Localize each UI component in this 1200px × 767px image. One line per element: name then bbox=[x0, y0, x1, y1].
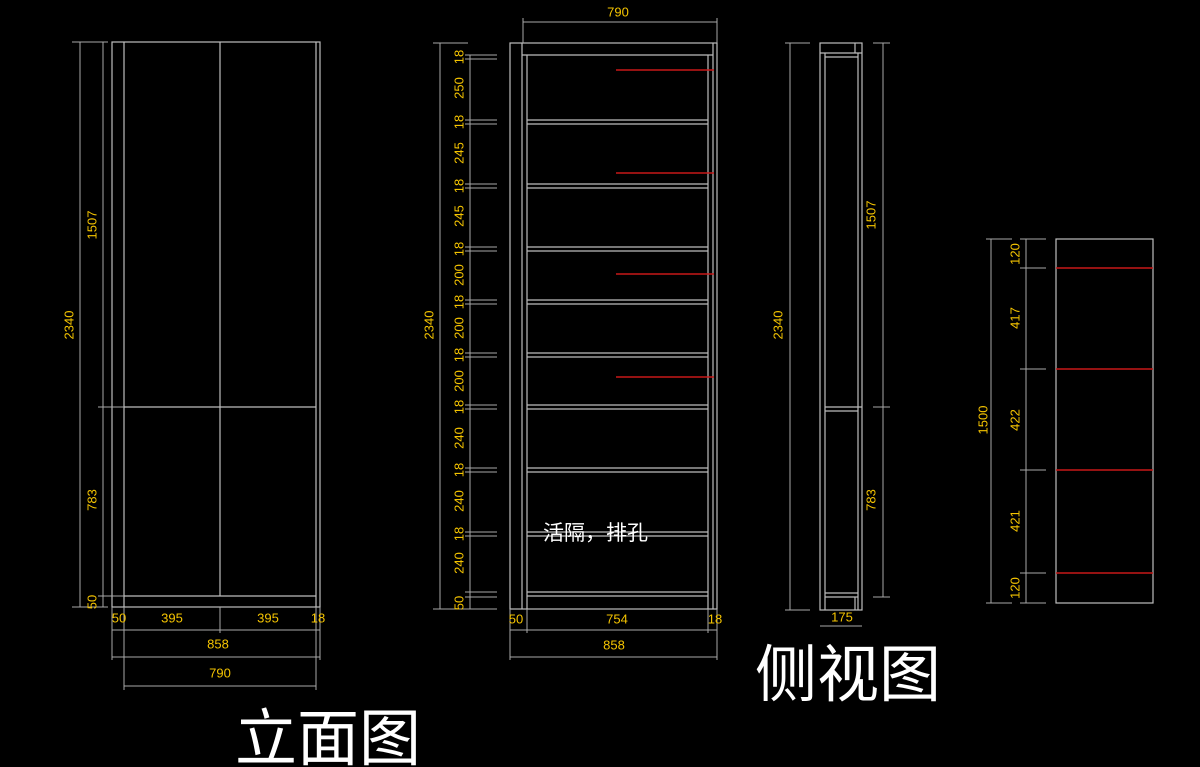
dim-segment: 18 bbox=[451, 179, 466, 193]
panel-outline bbox=[1055, 238, 1154, 604]
elevation-dimensions bbox=[72, 41, 321, 690]
dim-bottom: 395 bbox=[257, 610, 279, 625]
shelf-lines bbox=[527, 119, 708, 597]
dim-bottom: 50 bbox=[509, 611, 523, 626]
dim-total-height: 2340 bbox=[61, 311, 76, 340]
dim-segment: 18 bbox=[451, 295, 466, 309]
dim-total-height: 1500 bbox=[975, 406, 990, 435]
dim-segment: 422 bbox=[1007, 409, 1022, 431]
dim-segment: 18 bbox=[451, 463, 466, 477]
dim-inner-width: 790 bbox=[209, 665, 231, 680]
dim-segment: 421 bbox=[1007, 510, 1022, 532]
dim-segment: 50 bbox=[451, 596, 466, 610]
elevation-view: 2340 1507 783 50 50 395 395 18 858 790 立… bbox=[61, 41, 421, 767]
dim-depth: 175 bbox=[831, 609, 853, 624]
elevation-outline bbox=[111, 41, 321, 608]
dim-segment: 18 bbox=[451, 242, 466, 256]
dim-segment: 245 bbox=[451, 142, 466, 164]
dim-segment: 417 bbox=[1007, 307, 1022, 329]
dim-segment: 245 bbox=[451, 205, 466, 227]
side-view: 2340 1507 783 175 侧视图 bbox=[755, 42, 941, 711]
dim-segment: 18 bbox=[451, 527, 466, 541]
shelf-note: 活隔，排孔 bbox=[543, 521, 648, 545]
side-dimensions bbox=[785, 42, 890, 627]
side-title: 侧视图 bbox=[755, 638, 941, 711]
dim-bottom: 395 bbox=[161, 610, 183, 625]
dim-segment: 240 bbox=[451, 490, 466, 512]
dim-bottom: 754 bbox=[606, 611, 628, 626]
dim-upper: 1507 bbox=[863, 201, 878, 230]
dim-segment: 250 bbox=[451, 77, 466, 99]
side-outline bbox=[819, 42, 863, 611]
dim-segment: 120 bbox=[1007, 243, 1022, 265]
dim-bottom: 18 bbox=[311, 610, 325, 625]
shelf-view: 790 2340 18 250 18 245 18 245 18 200 18 200 18 200 1… bbox=[421, 4, 722, 660]
dim-lower: 783 bbox=[863, 489, 878, 511]
dim-segment: 18 bbox=[451, 50, 466, 64]
dim-upper: 1507 bbox=[84, 211, 99, 240]
dim-lower: 783 bbox=[84, 489, 99, 511]
dim-segment: 18 bbox=[451, 115, 466, 129]
dim-base: 50 bbox=[84, 595, 99, 609]
panel-dimensions bbox=[986, 238, 1046, 604]
dim-segment: 120 bbox=[1007, 577, 1022, 599]
dim-total-height: 2340 bbox=[421, 311, 436, 340]
panel-view: 1500 120 417 422 421 120 bbox=[975, 238, 1154, 604]
elevation-title: 立面图 bbox=[235, 702, 421, 767]
dim-segment: 200 bbox=[451, 317, 466, 339]
dim-segment: 18 bbox=[451, 400, 466, 414]
dim-overall-width: 858 bbox=[207, 636, 229, 651]
dim-segment: 240 bbox=[451, 552, 466, 574]
dim-total-height: 2340 bbox=[770, 311, 785, 340]
shelf-outline bbox=[509, 42, 718, 610]
shelf-dimensions bbox=[433, 18, 718, 660]
dim-top-width: 790 bbox=[607, 4, 629, 19]
dim-bottom: 18 bbox=[708, 611, 722, 626]
dim-segment: 18 bbox=[451, 348, 466, 362]
dim-segment: 240 bbox=[451, 427, 466, 449]
dim-segment: 200 bbox=[451, 370, 466, 392]
dim-segment: 200 bbox=[451, 264, 466, 286]
dim-overall-width: 858 bbox=[603, 637, 625, 652]
dim-bottom: 50 bbox=[112, 610, 126, 625]
